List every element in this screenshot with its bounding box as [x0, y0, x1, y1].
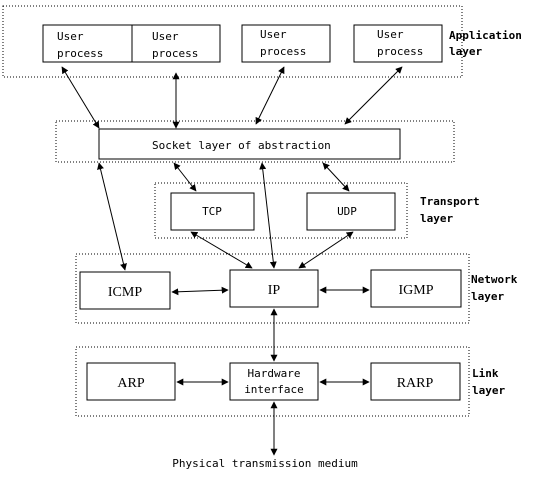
- layer-label-line: layer: [472, 384, 505, 397]
- user-process-node-3: User process: [241, 24, 331, 63]
- layer-label-line: layer: [471, 290, 504, 303]
- edge-socket-to-tcp: [173, 162, 197, 192]
- hardware-interface-node: Hardware interface: [229, 362, 319, 401]
- rarp-node: RARP: [370, 362, 461, 401]
- transport-layer-region: [154, 182, 408, 239]
- udp-node: UDP: [306, 192, 396, 231]
- tcp-label: TCP: [202, 205, 222, 218]
- igmp-label: IGMP: [398, 283, 433, 298]
- edge-user-process-3-to-socket: [255, 66, 285, 125]
- node-label-line: User: [152, 30, 179, 43]
- node-label-line: User: [57, 30, 84, 43]
- node-label-line: process: [57, 47, 103, 60]
- layer-label-line: Link: [472, 367, 499, 380]
- icmp-node: ICMP: [79, 271, 171, 310]
- edge-socket-to-udp: [322, 162, 350, 192]
- socket-region: [55, 120, 455, 163]
- ip-node: IP: [229, 269, 319, 308]
- tcp-node: TCP: [170, 192, 255, 231]
- arp-node: ARP: [86, 362, 176, 401]
- layer-label-line: layer: [449, 45, 482, 58]
- layer-label-line: Network: [471, 273, 518, 286]
- user-process-node-1: User process: [42, 24, 134, 63]
- edge-icmp-to-ip: [171, 286, 229, 296]
- socket-node: Socket layer of abstraction: [98, 128, 401, 160]
- icmp-label: ICMP: [108, 285, 142, 300]
- edge-user-process-4-to-socket: [344, 66, 403, 125]
- edge-socket-to-icmp: [97, 162, 127, 271]
- edge-tcp-to-ip: [190, 231, 253, 269]
- socket-label: Socket layer of abstraction: [152, 139, 331, 152]
- user-process-node-2: User process: [131, 24, 221, 63]
- user-process-node-4: User process: [353, 24, 443, 63]
- edge-user-process-1-to-socket: [61, 66, 100, 129]
- node-label-line: Hardware: [248, 367, 301, 380]
- udp-label: UDP: [337, 205, 357, 218]
- ip-label: IP: [268, 283, 281, 298]
- physical-medium-label: Physical transmission medium: [172, 457, 358, 470]
- node-label-line: User: [377, 28, 404, 41]
- node-label-line: interface: [244, 383, 304, 396]
- edge-udp-to-ip: [298, 231, 354, 269]
- layer-label-line: layer: [420, 212, 453, 225]
- application-layer-region: [2, 5, 463, 78]
- edge-socket-to-ip: [259, 162, 277, 269]
- node-label-line: User: [260, 28, 287, 41]
- layer-label-line: Transport: [420, 195, 480, 208]
- node-label-line: process: [377, 45, 423, 58]
- igmp-node: IGMP: [370, 269, 462, 308]
- rarp-label: RARP: [397, 376, 434, 391]
- node-label-line: process: [260, 45, 306, 58]
- node-label-line: process: [152, 47, 198, 60]
- arp-label: ARP: [117, 376, 144, 391]
- layer-label-line: Application: [449, 29, 522, 42]
- edges: [61, 66, 403, 456]
